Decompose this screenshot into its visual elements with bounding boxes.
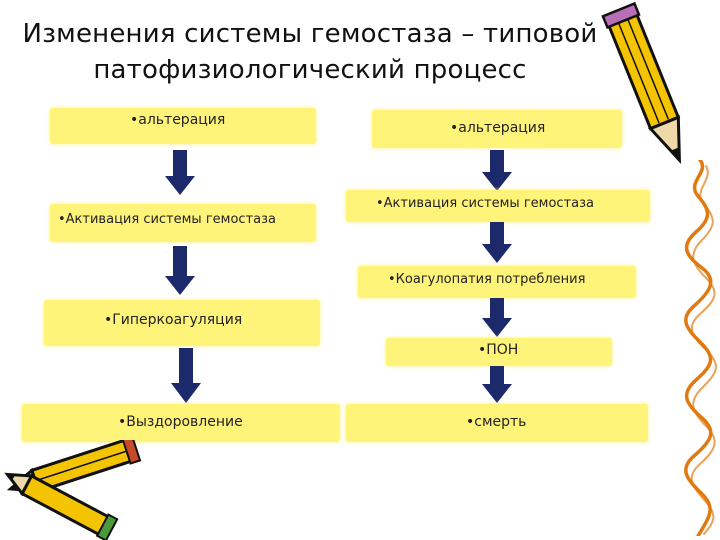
left-box-recovery: •Выздоровление [22, 404, 340, 442]
right-box-death-label: •смерть [466, 414, 527, 430]
left-box-hypercoagulation-label: •Гиперкоагуляция [104, 312, 243, 328]
right-box-alteration-label: •альтерация [450, 120, 546, 136]
right-box-mods-label: •ПОН [478, 342, 519, 358]
pencil-icon [601, 1, 681, 165]
left-arrow-3 [171, 348, 201, 403]
right-box-alteration: •альтерация [372, 110, 622, 148]
left-box-activation: •Активация системы гемостаза [50, 204, 316, 242]
right-arrow-4 [482, 366, 512, 403]
left-arrow-1 [165, 150, 195, 195]
left-arrow-2 [165, 246, 195, 295]
right-box-mods: •ПОН [386, 338, 612, 366]
page-title: Изменения системы гемостаза – типовой па… [20, 16, 600, 88]
left-box-activation-label: •Активация системы гемостаза [58, 212, 276, 227]
pencil-icon [4, 440, 142, 540]
right-arrow-3 [482, 298, 512, 337]
left-box-hypercoagulation: •Гиперкоагуляция [44, 300, 320, 346]
title-line-1: Изменения системы гемостаза – типовой [22, 19, 598, 49]
right-box-activation: •Активация системы гемостаза [346, 190, 650, 222]
left-box-recovery-label: •Выздоровление [118, 414, 243, 430]
right-arrow-1 [482, 150, 512, 191]
title-line-2: патофизиологический процесс [93, 55, 527, 85]
right-box-consumption-coagulopathy-label: •Коагулопатия потребления [388, 272, 586, 287]
squiggle-border [684, 160, 717, 536]
right-arrow-2 [482, 222, 512, 263]
left-box-alteration: •альтерация [50, 108, 316, 144]
left-box-alteration-label: •альтерация [130, 112, 226, 128]
right-box-activation-label: •Активация системы гемостаза [376, 196, 594, 211]
right-box-consumption-coagulopathy: •Коагулопатия потребления [358, 266, 636, 298]
right-box-death: •смерть [346, 404, 648, 442]
